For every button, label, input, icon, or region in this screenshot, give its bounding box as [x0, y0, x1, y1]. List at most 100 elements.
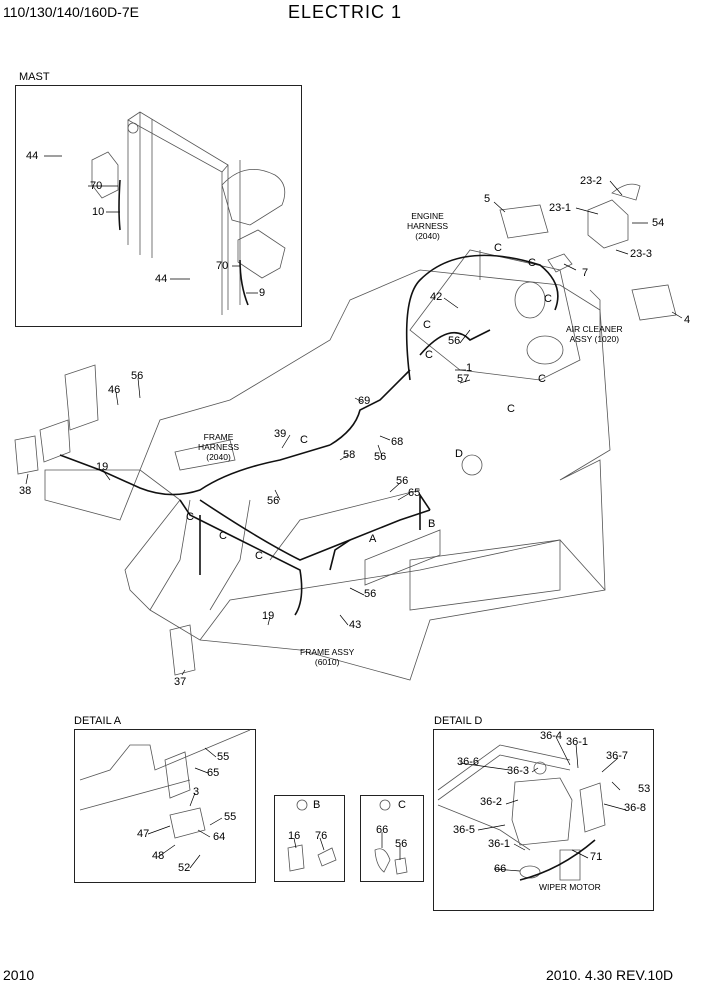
air-cleaner: [526, 335, 564, 365]
box-c-circle: [379, 799, 391, 811]
part-number: 39: [274, 428, 287, 440]
part-number: 55: [217, 751, 230, 763]
frame-harness-19: [59, 444, 331, 496]
part-number: 64: [213, 831, 226, 843]
part-number: 68: [391, 436, 404, 448]
plate-19: [44, 469, 141, 521]
part-number: 44: [26, 150, 39, 162]
lamp-bracket-46: [64, 364, 99, 431]
box-b-panel: [274, 795, 345, 882]
part-number: 56: [267, 495, 280, 507]
part-number: 65: [207, 767, 220, 779]
part-number: 19: [262, 610, 275, 622]
part-number: 56: [396, 475, 409, 487]
callout-b: B: [428, 518, 436, 530]
tank-bracket: [579, 782, 606, 833]
engine-harness-branch: [419, 329, 491, 356]
page-title: ELECTRIC 1: [288, 2, 403, 22]
part-number: 71: [590, 851, 603, 863]
part-number: 52: [178, 862, 191, 874]
step-plate-left: [174, 439, 236, 471]
detail-a-bracket: [164, 751, 191, 799]
part-number: 55: [224, 811, 237, 823]
part-number: 19: [96, 461, 109, 473]
part-number: 4: [684, 314, 691, 326]
part-number: 46: [108, 384, 121, 396]
frame-harness-main: [199, 499, 431, 561]
callout-c: C: [300, 434, 308, 446]
detail-a-panel: [74, 729, 256, 883]
part-number: 23-3: [630, 248, 653, 260]
callout-c: C: [186, 511, 194, 523]
part-number: 56: [395, 838, 408, 850]
part-number: 9: [259, 287, 266, 299]
frame-harness-rear: [179, 499, 303, 616]
part-number: 54: [652, 217, 665, 229]
part-number: 47: [137, 828, 150, 840]
washer-tank: [511, 777, 573, 846]
beacon-23-2: [611, 183, 641, 201]
part-number: 66: [376, 824, 389, 836]
model-number: 110/130/140/160D-7E: [3, 4, 139, 20]
clamp-66: [374, 848, 391, 873]
part-number: 7: [582, 267, 589, 279]
callout-c: C: [425, 349, 433, 361]
mast-harness-10: [118, 179, 121, 231]
beacon-23-1: [587, 199, 629, 249]
harness-b: [419, 492, 431, 530]
rear-lamp-37: [169, 624, 196, 676]
part-number: 23-2: [580, 175, 603, 187]
part-number: 38: [19, 485, 32, 497]
part-number: 1: [466, 362, 473, 374]
mast-rail-right: [221, 160, 241, 315]
part-number: 5: [484, 193, 491, 205]
callout-c: C: [507, 403, 515, 415]
part-number: 69: [358, 395, 371, 407]
part-number: 36-5: [453, 824, 476, 836]
box-c-panel: [360, 795, 424, 882]
callout-c: C: [528, 257, 536, 269]
revision-date: 2010. 4.30 REV.10D: [546, 967, 674, 983]
callout-c: C: [544, 293, 552, 305]
mast-crossbar: [127, 111, 229, 173]
part-number: 37: [174, 676, 187, 688]
battery-box: [409, 539, 561, 611]
callout-a: A: [369, 533, 377, 545]
part-number: 56: [364, 588, 377, 600]
part-number: 56: [131, 370, 144, 382]
box-b-circle: [296, 799, 308, 811]
part-number: 76: [315, 830, 328, 842]
mast-bracket: [237, 229, 286, 279]
detail-a-label: DETAIL A: [74, 715, 122, 727]
lamp-5: [499, 204, 549, 239]
part-number: 53: [638, 783, 651, 795]
callout-c: C: [423, 319, 431, 331]
part-number: 36-6: [457, 756, 480, 768]
wiper-motor-bracket: [559, 849, 581, 881]
part-number: 44: [155, 273, 168, 285]
part-number: 3: [193, 786, 200, 798]
mast-head: [221, 168, 286, 226]
part-number: 65: [408, 487, 421, 499]
callout-c: C: [538, 373, 546, 385]
part-number: 48: [152, 850, 165, 862]
detail-d-ring: [461, 454, 483, 476]
part-number: 70: [90, 180, 103, 192]
clamp-66-d: [519, 865, 541, 879]
part-number: 36-7: [606, 750, 629, 762]
mast-harness-9: [239, 259, 249, 306]
wiper-motor-note: WIPER MOTOR: [539, 882, 601, 892]
frame-deck: [199, 539, 606, 641]
key-76: [317, 847, 337, 867]
frame-assy-note: FRAME ASSY(6010): [300, 647, 355, 667]
part-number: 56: [448, 335, 461, 347]
bolt-56: [394, 857, 408, 875]
part-number: 36-1: [566, 736, 589, 748]
engine-cylinder: [514, 281, 546, 319]
part-number: 10: [92, 206, 105, 218]
mast-rail-left: [127, 112, 153, 258]
step-plate: [364, 529, 441, 586]
